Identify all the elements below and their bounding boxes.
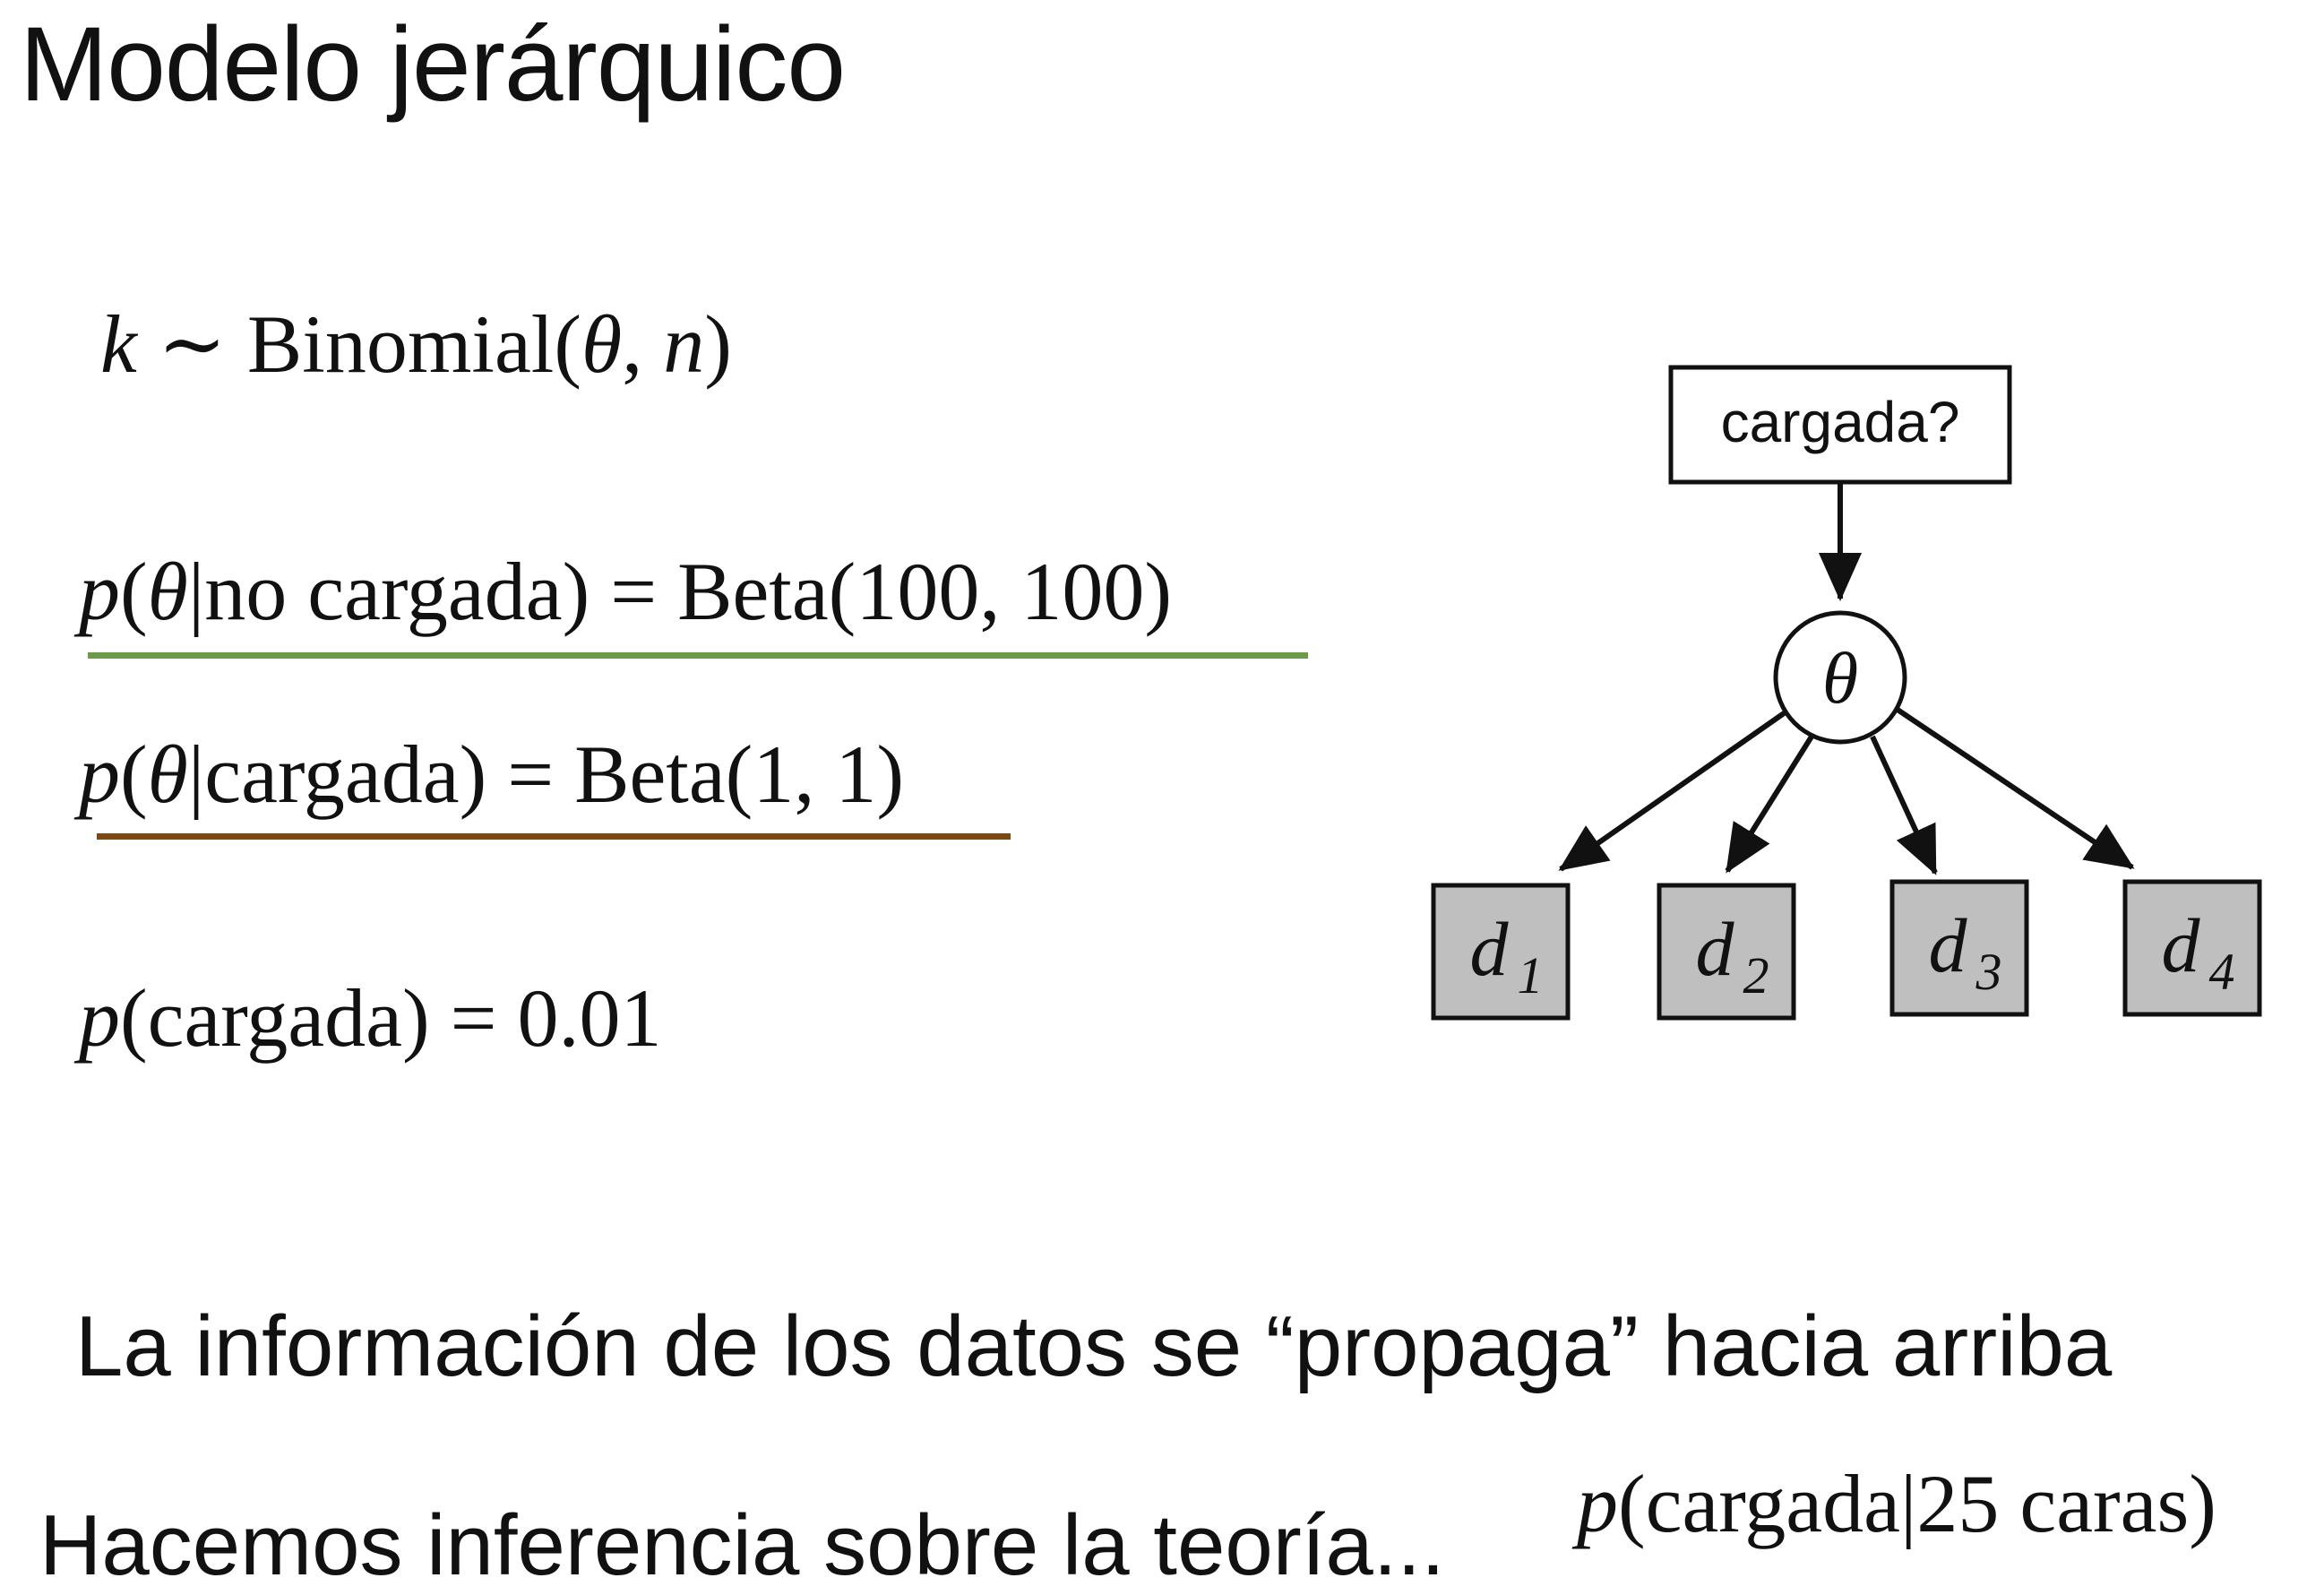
variable-n: n	[663, 298, 705, 390]
variable-p: p	[1577, 1458, 1618, 1549]
underline-not-loaded	[88, 652, 1308, 659]
variable-theta: θ	[147, 729, 188, 820]
node-d3-label: d	[1929, 902, 1968, 988]
node-d4-label: d	[2162, 902, 2201, 988]
edge-theta-d1	[1558, 709, 1788, 872]
variable-k: k	[100, 298, 137, 390]
paren-open: (	[120, 546, 148, 637]
variable-p: p	[79, 729, 120, 820]
statement-propagation: La información de los datos se “propaga”…	[75, 1298, 2113, 1394]
equation-prior-not-loaded: p(θ|no cargada) = Beta(100, 100)	[79, 550, 1172, 633]
paren-open: (	[120, 729, 148, 820]
variable-theta: θ	[581, 298, 623, 390]
node-d1-subscript: 1	[1518, 946, 1544, 1004]
equation-posterior-cargada: p(cargada|25 caras)	[1577, 1462, 2216, 1545]
equation-prior-loaded-rest: |cargada) = Beta(1, 1)	[187, 729, 904, 820]
equation-likelihood-sep: ,	[622, 298, 664, 390]
statement-inference-text: Hacemos inferencia sobre la teoría...	[39, 1497, 1445, 1593]
variable-p: p	[79, 972, 120, 1064]
equation-prior-cargada-rest: (cargada) = 0.01	[120, 972, 662, 1064]
node-d2: d 2	[1657, 883, 1796, 1021]
underline-loaded	[97, 833, 1011, 840]
equation-likelihood-rel: ∼ Binomial(	[136, 298, 582, 390]
slide-title: Modelo jerárquico	[20, 5, 846, 124]
node-d4: d 4	[2122, 879, 2262, 1017]
node-d3: d 3	[1889, 879, 2029, 1017]
node-d1: d 1	[1431, 883, 1571, 1021]
node-d1-label: d	[1470, 906, 1510, 992]
node-cargada-label: cargada?	[1721, 390, 1960, 454]
equation-likelihood: k ∼ Binomial(θ, n)	[100, 303, 732, 385]
node-d2-label: d	[1696, 906, 1735, 992]
node-d2-subscript: 2	[1743, 946, 1769, 1004]
edge-theta-d2	[1725, 735, 1814, 874]
statement-inference: Hacemos inferencia sobre la teoría...	[39, 1496, 1445, 1595]
edge-theta-d4	[1896, 707, 2135, 870]
node-d4-subscript: 4	[2209, 943, 2235, 1001]
equation-prior-not-loaded-rest: |no cargada) = Beta(100, 100)	[187, 546, 1172, 637]
equation-prior-cargada: p(cargada) = 0.01	[79, 977, 661, 1059]
equation-prior-loaded: p(θ|cargada) = Beta(1, 1)	[79, 733, 904, 815]
equation-likelihood-close: )	[704, 298, 732, 390]
variable-p: p	[79, 546, 120, 637]
node-cargada: cargada?	[1668, 365, 2012, 485]
edge-theta-d3	[1870, 735, 1938, 875]
node-theta: θ	[1773, 610, 1907, 745]
node-d3-subscript: 3	[1975, 943, 2002, 1001]
node-theta-label: θ	[1822, 637, 1858, 719]
equation-posterior-cargada-rest: (cargada|25 caras)	[1618, 1458, 2216, 1549]
variable-theta: θ	[147, 546, 188, 637]
